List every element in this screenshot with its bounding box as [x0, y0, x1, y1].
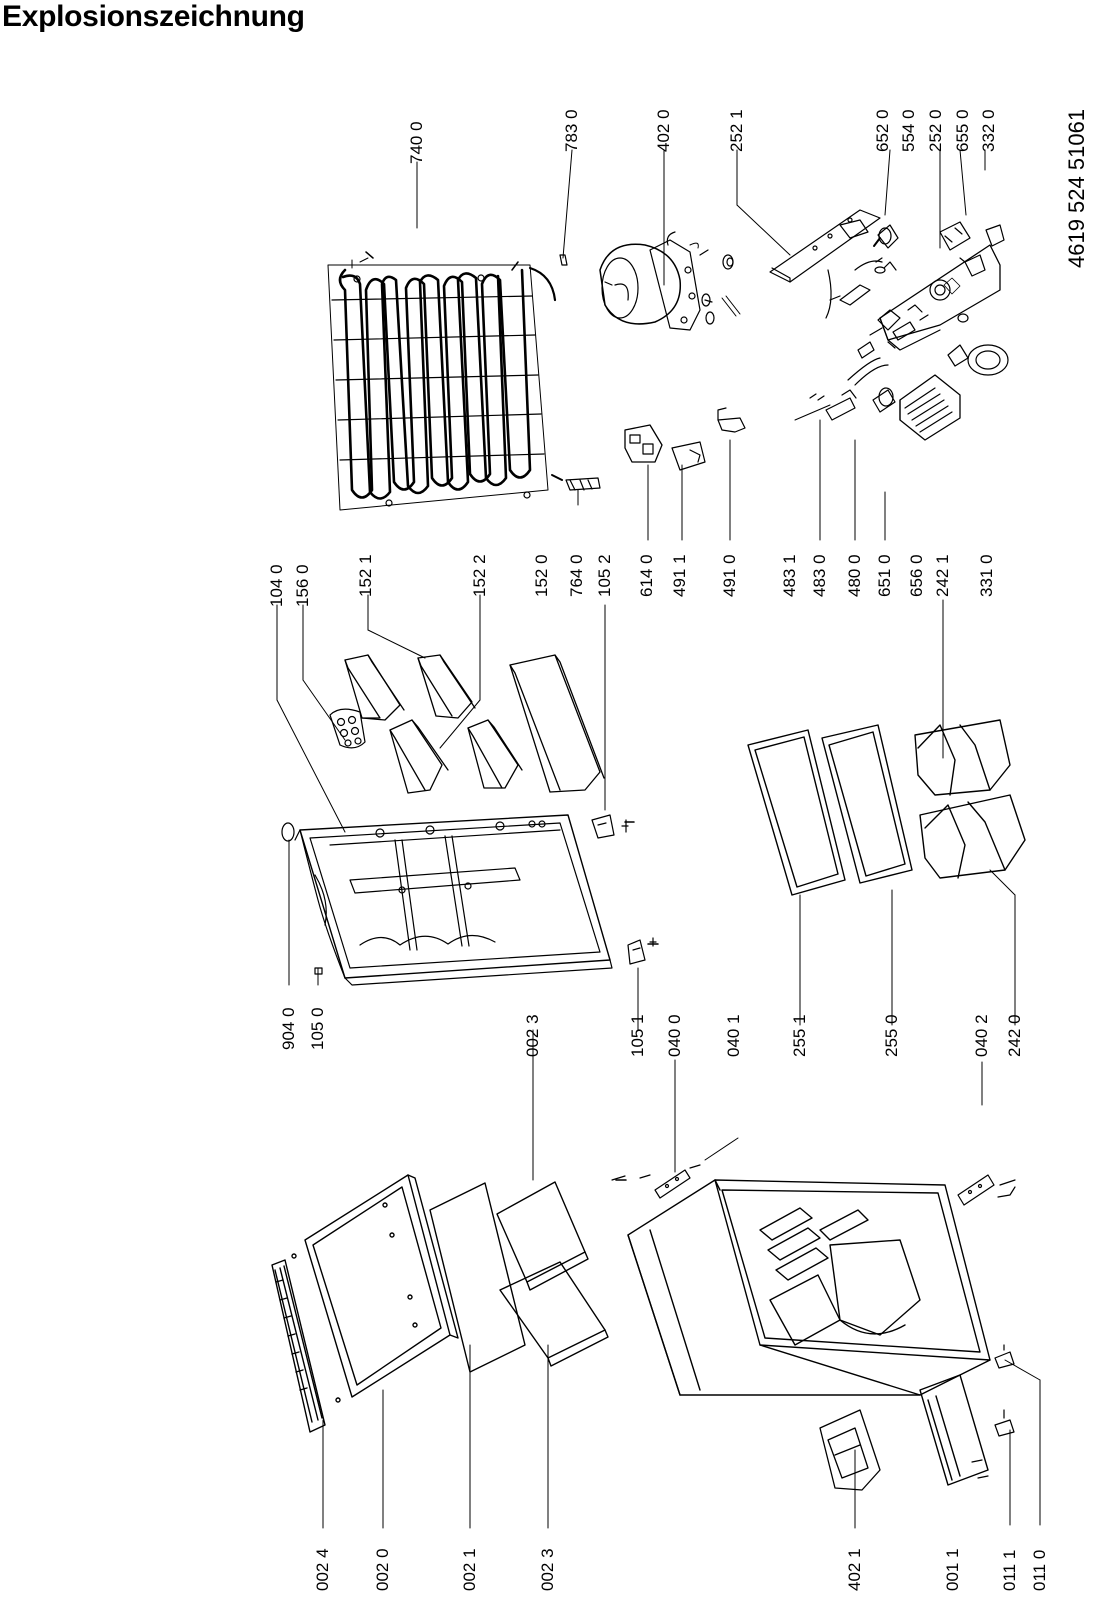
label-904-0: 904 0 [279, 1007, 298, 1050]
label-002-3-top: 002 3 [523, 1014, 542, 1057]
label-242-0: 242 0 [1005, 1014, 1024, 1057]
condenser [328, 252, 555, 510]
page-title: Explosionszeichnung [2, 0, 305, 33]
door-liner [295, 815, 612, 985]
label-152-2: 152 2 [470, 554, 489, 597]
label-402-1: 402 1 [845, 1548, 864, 1591]
label-491-0: 491 0 [720, 554, 739, 597]
label-002-0: 002 0 [373, 1548, 392, 1591]
lamp-cover [870, 328, 1008, 440]
label-651-0: 651 0 [875, 554, 894, 597]
label-252-1: 252 1 [727, 109, 746, 152]
label-040-0: 040 0 [665, 1014, 684, 1057]
hinges-and-feet [612, 1165, 1015, 1478]
label-255-1: 255 1 [790, 1014, 809, 1057]
cabinet [628, 1180, 990, 1485]
label-002-4: 002 4 [313, 1548, 332, 1591]
capillary-part [560, 255, 567, 265]
door-shelves [345, 655, 604, 793]
label-483-0: 483 0 [810, 554, 829, 597]
label-252-0: 252 0 [926, 109, 945, 152]
hinge-parts [592, 815, 656, 964]
relay-parts [552, 408, 745, 490]
label-652-0: 652 0 [873, 109, 892, 152]
label-156-0: 156 0 [293, 564, 312, 607]
document-number: 4619 524 51061 [1064, 108, 1089, 268]
door-assembly [272, 1175, 608, 1432]
label-152-0: 152 0 [532, 554, 551, 597]
label-655-0: 655 0 [953, 109, 972, 152]
label-242-1: 242 1 [933, 554, 952, 597]
label-783-0: 783 0 [562, 109, 581, 152]
label-105-2: 105 2 [595, 554, 614, 597]
lamp-parts [874, 222, 1004, 366]
label-332-0: 332 0 [979, 109, 998, 152]
part-904-0 [282, 823, 294, 841]
label-740-0: 740 0 [407, 121, 426, 164]
label-491-1: 491 1 [670, 554, 689, 597]
label-255-0: 255 0 [882, 1014, 901, 1057]
label-483-1: 483 1 [780, 554, 799, 597]
label-040-2: 040 2 [972, 1014, 991, 1057]
part-105-0 [315, 968, 322, 974]
label-040-1: 040 1 [724, 1014, 743, 1057]
label-614-0: 614 0 [637, 554, 656, 597]
label-105-0: 105 0 [308, 1007, 327, 1050]
label-480-0: 480 0 [845, 554, 864, 597]
label-152-1: 152 1 [356, 554, 375, 597]
thermostat-parts [810, 342, 888, 420]
thermostat-housing [878, 245, 1000, 350]
label-104-0: 104 0 [267, 564, 286, 607]
label-002-3-bottom: 002 3 [538, 1548, 557, 1591]
leader-lines [277, 150, 1040, 1528]
back-panel [770, 210, 882, 318]
label-001-1: 001 1 [943, 1548, 962, 1591]
vegetable-bins [915, 720, 1025, 878]
label-011-0: 011 0 [1030, 1549, 1049, 1591]
label-331-0: 331 0 [977, 554, 996, 597]
egg-tray [330, 709, 365, 748]
label-002-1: 002 1 [460, 1548, 479, 1591]
control-box [820, 1410, 880, 1490]
label-764-0: 764 0 [567, 554, 586, 597]
label-105-1: 105 1 [628, 1014, 647, 1057]
glass-shelves [748, 725, 912, 895]
label-554-0: 554 0 [899, 109, 918, 152]
label-656-0: 656 0 [907, 554, 926, 597]
label-011-1: 011 1 [1000, 1549, 1019, 1591]
label-402-0: 402 0 [654, 109, 673, 152]
screws [616, 822, 658, 1180]
compressor [600, 232, 740, 330]
